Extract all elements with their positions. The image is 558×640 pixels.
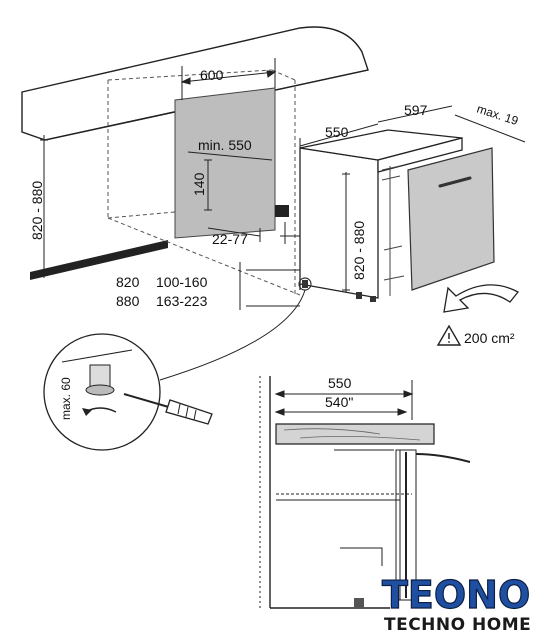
table-row1-b: 100-160	[156, 274, 208, 290]
section-dim-540-label: 540"	[325, 394, 353, 410]
section-worktop	[275, 423, 435, 445]
section-dim-550-label: 550	[328, 375, 352, 391]
section-floor	[270, 598, 390, 609]
width-600-dimension	[180, 58, 277, 100]
dishwasher-racks	[381, 165, 405, 296]
airflow-label: 200 cm²	[464, 330, 515, 346]
max-19-lines	[454, 114, 526, 143]
table-row2-b: 163-223	[156, 293, 208, 309]
screwdriver-icon	[123, 393, 213, 425]
section-wall	[259, 376, 271, 608]
dim-140-lines	[204, 159, 212, 211]
dim-140-label: 140	[191, 172, 207, 196]
door-panel	[407, 147, 495, 291]
back-panel	[174, 87, 289, 239]
curved-arrow-icon	[443, 284, 519, 313]
max-60-label: max. 60	[59, 377, 73, 420]
depth-597-label: 597	[404, 102, 428, 118]
height-range-left-label: 820 - 880	[29, 181, 45, 240]
section-dim-540-lines	[274, 408, 408, 416]
depth-550-lines	[299, 123, 379, 150]
dim-22-77-lines	[207, 227, 261, 242]
width-600-label: 600	[200, 67, 224, 83]
dim-20-lines	[280, 222, 300, 244]
height-range-right-label: 820 - 880	[351, 221, 367, 280]
floor-strip	[30, 240, 168, 280]
height-table-lines	[239, 262, 300, 310]
warning-triangle-icon	[436, 324, 462, 346]
logo-sub-text: TECHNO HOME	[384, 615, 531, 635]
detail-callout-line	[159, 289, 306, 381]
section-dishwasher	[276, 449, 471, 601]
cabinet-dashed-outline	[107, 69, 301, 296]
depth-597-lines	[377, 105, 453, 123]
min-550-label: min. 550	[198, 137, 252, 153]
brand-logo: TEONO TECHNO HOME	[381, 572, 531, 635]
depth-550-label: 550	[325, 124, 349, 140]
section-dim-550-lines	[274, 380, 414, 420]
detail-circle	[43, 333, 161, 451]
max-19-label: max. 19	[475, 102, 520, 129]
table-row1-a: 820	[116, 274, 140, 290]
logo-main-text: TEONO	[382, 573, 530, 617]
dishwasher-body	[299, 129, 463, 299]
table-row2-a: 880	[116, 293, 140, 309]
range-22-77-label: 22-77	[212, 231, 248, 247]
min-550-dimension	[187, 151, 273, 161]
right-height-dimension	[342, 172, 350, 292]
